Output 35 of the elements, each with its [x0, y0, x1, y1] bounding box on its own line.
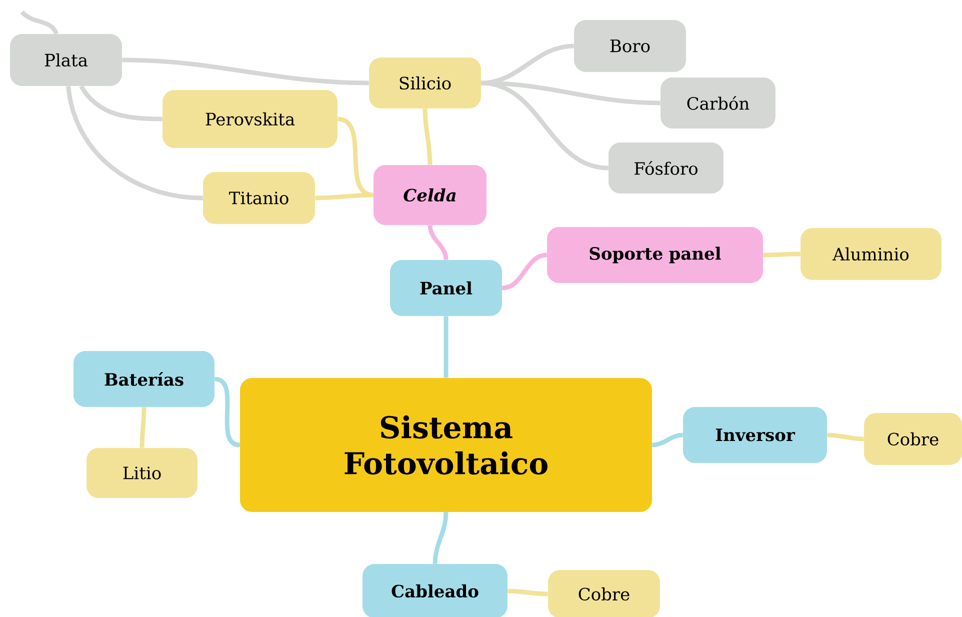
connector-line: [315, 192, 374, 200]
topic-box: Silicio: [369, 57, 481, 108]
topic-box: Aluminio: [800, 228, 942, 280]
connector-line: [432, 512, 448, 564]
topic-box: Cableado: [362, 564, 508, 617]
topic-box: Titanio: [203, 172, 315, 224]
topic-box: Celda: [374, 164, 486, 225]
topic-box: Soporte panel: [547, 226, 763, 283]
connector-line: [480, 80, 609, 170]
connector-line: [20, 10, 58, 35]
connector-line: [140, 407, 146, 448]
connector-line: [481, 80, 660, 106]
connector-line: [79, 84, 162, 122]
connector-line: [122, 58, 369, 86]
topic-box: Fósforo: [608, 142, 724, 194]
topic-box: Baterías: [74, 350, 214, 407]
connector-line: [827, 432, 864, 442]
topic-box: Perovskita: [162, 90, 338, 148]
topic-box: Carbón: [660, 77, 776, 128]
topic-box: Plata: [10, 34, 122, 86]
topic-box: Boro: [574, 20, 686, 72]
connector-line: [763, 252, 800, 258]
connector-line: [66, 86, 203, 200]
connector-line: [652, 432, 683, 448]
topic-box: Cobre: [864, 412, 962, 465]
topic-box: Litio: [86, 448, 198, 498]
topic-box: Inversor: [683, 406, 827, 463]
central-topic-box: Sistema Fotovoltaico: [240, 378, 652, 512]
connector-line: [444, 316, 448, 378]
topic-box: Panel: [390, 260, 502, 316]
topic-box: Cobre: [548, 570, 660, 617]
connector-line: [502, 252, 548, 290]
connector-line: [422, 108, 432, 165]
connector-line: [428, 225, 448, 260]
connector-line: [508, 588, 548, 596]
